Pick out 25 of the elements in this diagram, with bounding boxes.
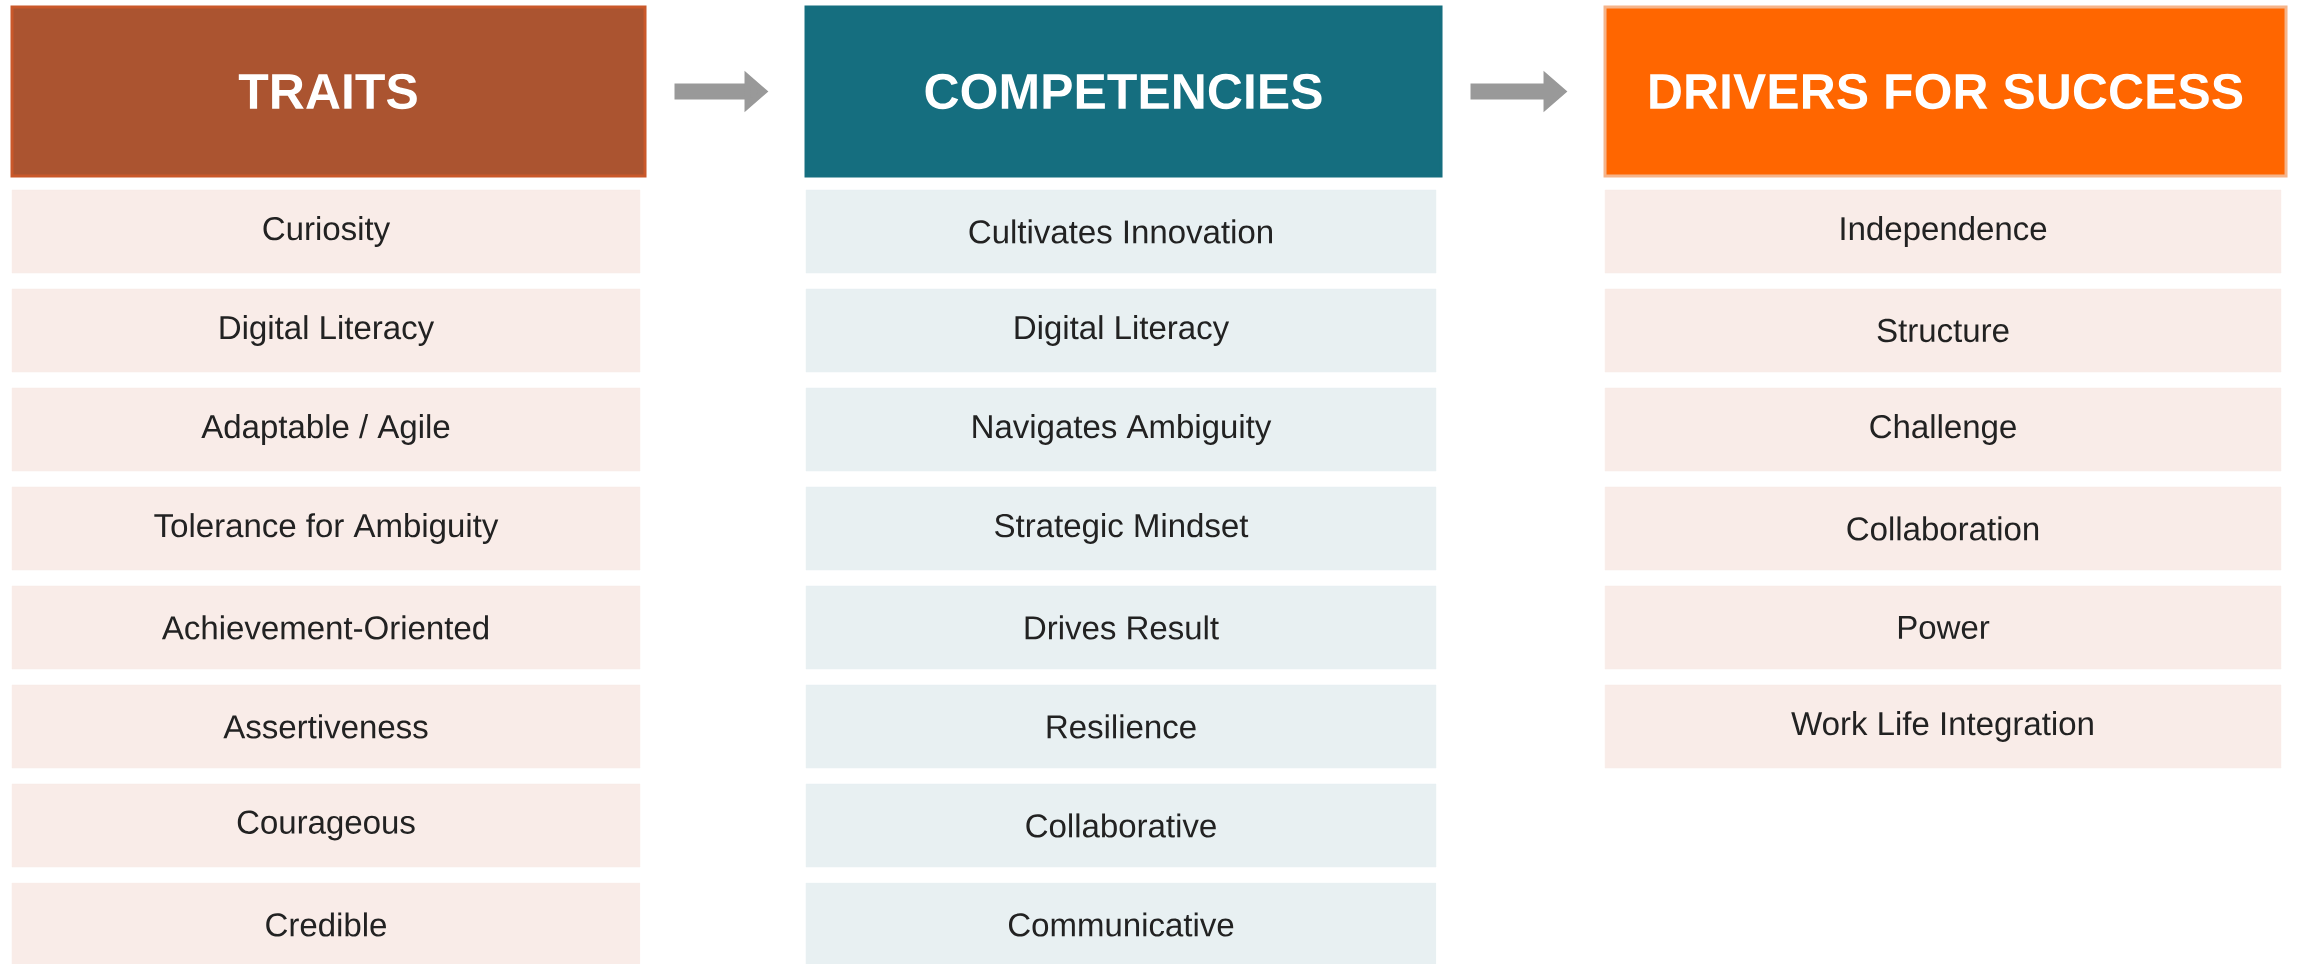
item-box: Structure [1604, 288, 2282, 373]
item-box: Communicative [805, 882, 1437, 964]
item-box: Adaptable / Agile [11, 387, 641, 472]
item-box: Curiosity [11, 189, 641, 274]
item-box: Independence [1604, 189, 2282, 274]
item-box: Tolerance for Ambiguity [11, 486, 641, 571]
item-box: Digital Literacy [805, 288, 1437, 373]
item-box: Assertiveness [11, 684, 641, 769]
item-box: Credible [11, 882, 641, 964]
header-box: COMPETENCIES [804, 5, 1443, 178]
item-box: Drives Result [805, 585, 1437, 670]
item-box: Courageous [11, 783, 641, 868]
item-box: Digital Literacy [11, 288, 641, 373]
item-box: Challenge [1604, 387, 2282, 472]
item-box: Strategic Mindset [805, 486, 1437, 571]
item-box: Collaboration [1604, 486, 2282, 571]
header-box: TRAITS [10, 5, 647, 178]
item-box: Resilience [805, 684, 1437, 769]
item-box: Collaborative [805, 783, 1437, 868]
item-box: Navigates Ambiguity [805, 387, 1437, 472]
item-box: Power [1604, 585, 2282, 670]
item-box: Achievement-Oriented [11, 585, 641, 670]
header-box: DRIVERS FOR SUCCESS [1603, 5, 2288, 178]
item-box: Work Life Integration [1604, 684, 2282, 769]
item-box: Cultivates Innovation [805, 189, 1437, 274]
